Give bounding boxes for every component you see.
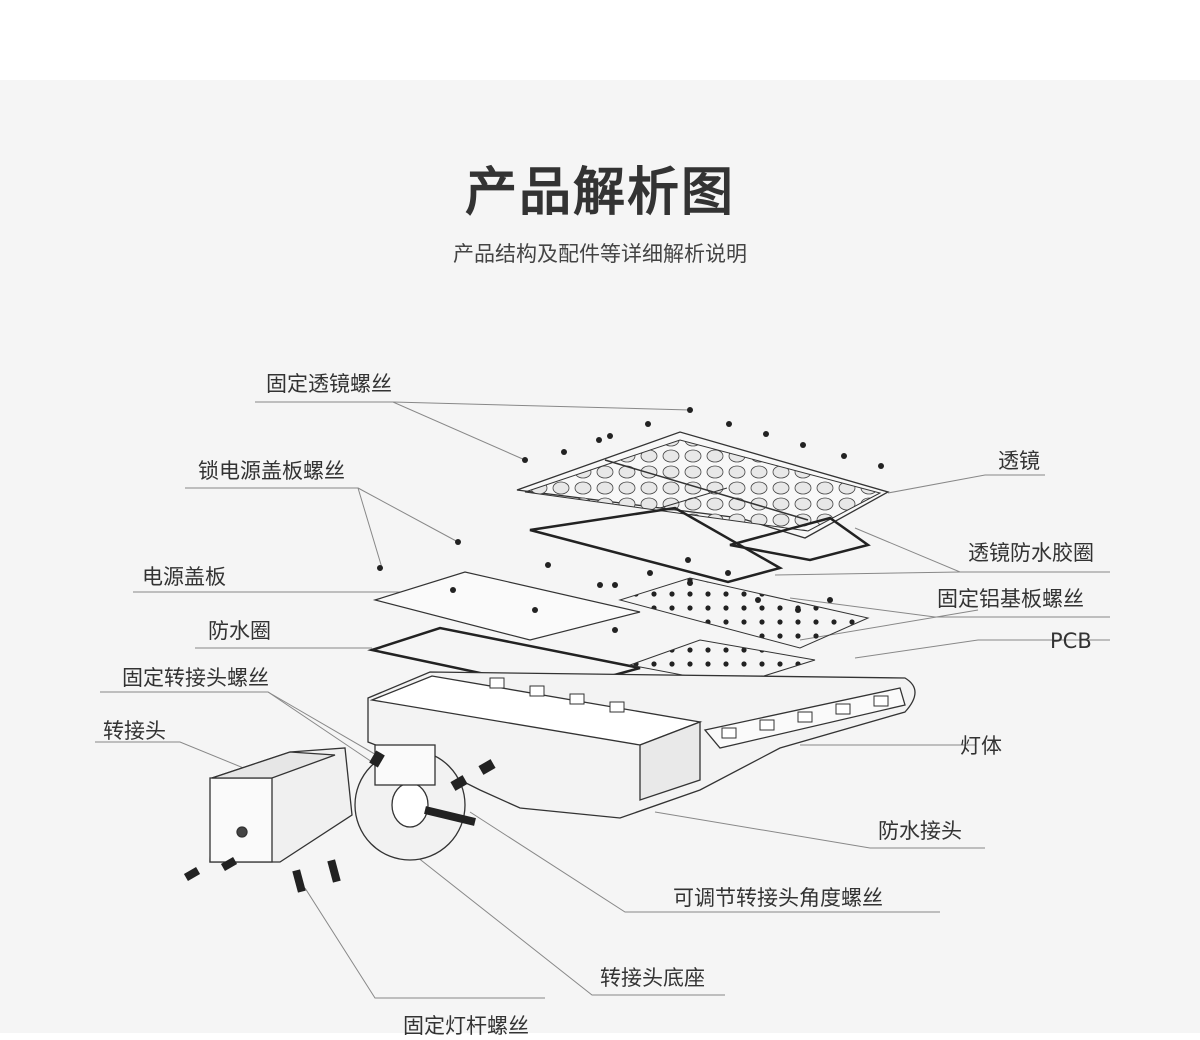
label-waterproof-ring: 防水圈: [208, 619, 271, 643]
label-lens-gasket: 透镜防水胶圈: [968, 541, 1094, 565]
page-title: 产品解析图: [464, 163, 735, 223]
label-adapter: 转接头: [103, 719, 166, 743]
label-adapter-screws: 固定转接头螺丝: [122, 666, 269, 690]
label-power-cover: 电源盖板: [142, 565, 226, 589]
label-lamp-body: 灯体: [960, 734, 1002, 758]
leader-lines: [95, 401, 1110, 999]
pcb-shapes: [618, 577, 870, 686]
lamp-body-shape: [367, 671, 916, 819]
label-power-cover-lock-screws: 锁电源盖板螺丝: [198, 459, 345, 483]
power-cover-shape: [372, 571, 641, 641]
lens-gasket-shape: [529, 506, 871, 584]
adapter-shape: [209, 747, 353, 863]
adapter-base-shape: [354, 744, 476, 861]
label-pole-screws: 固定灯杆螺丝: [403, 1014, 529, 1038]
lens-assembly: [516, 431, 890, 539]
main-panel: [0, 80, 1200, 1033]
label-pcb: PCB: [1050, 629, 1092, 653]
label-angle-screw: 可调节转接头角度螺丝: [673, 886, 883, 910]
label-lens: 透镜: [998, 449, 1040, 473]
label-lens-screws: 固定透镜螺丝: [266, 372, 392, 396]
label-waterproof-connector: 防水接头: [878, 819, 962, 843]
label-adapter-base: 转接头底座: [600, 966, 705, 990]
top-strip: [0, 0, 1200, 80]
page-subtitle: 产品结构及配件等详细解析说明: [453, 242, 747, 266]
screws: [183, 407, 884, 893]
label-aluminum-board-screws: 固定铝基板螺丝: [937, 587, 1084, 611]
